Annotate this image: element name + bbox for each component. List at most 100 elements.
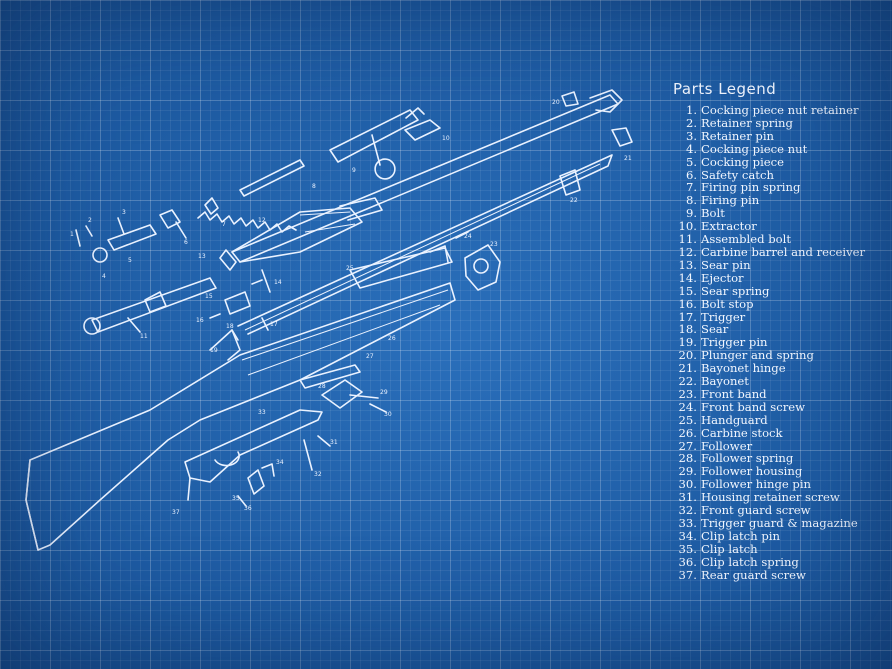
legend-item-label: Trigger pin bbox=[701, 335, 768, 350]
legend-item: 35. Clip latch bbox=[672, 541, 865, 556]
firing-pin-assembly bbox=[197, 159, 305, 233]
callout-21: 21 bbox=[624, 155, 632, 162]
legend-item-number: 4. bbox=[685, 141, 697, 156]
legend-item-label: Cocking piece bbox=[701, 154, 784, 169]
legend-item-number: 37. bbox=[678, 567, 697, 582]
bolt bbox=[329, 107, 441, 180]
callout-18: 18 bbox=[226, 323, 234, 330]
legend-item-label: Assembled bolt bbox=[701, 232, 791, 247]
legend-item-label: Front band bbox=[701, 386, 767, 401]
legend-item-label: Bayonet hinge bbox=[701, 361, 786, 376]
callout-labels: 1 2 3 4 5 6 7 8 9 10 11 12 13 14 15 16 1… bbox=[70, 99, 632, 516]
legend-item-number: 35. bbox=[678, 541, 697, 556]
legend-item-number: 30. bbox=[678, 477, 697, 492]
legend-item-number: 34. bbox=[678, 528, 697, 543]
legend-item-label: Carbine stock bbox=[701, 425, 783, 440]
legend-item-number: 33. bbox=[678, 516, 697, 530]
legend-item-label: Clip latch pin bbox=[701, 528, 780, 543]
legend-item-label: Bolt bbox=[701, 206, 725, 221]
legend-item-label: Follower hinge pin bbox=[701, 477, 812, 492]
legend-item: 15. Sear spring bbox=[672, 283, 865, 298]
legend-item: 29.Follower housing bbox=[672, 465, 865, 478]
legend-item-number: 6. bbox=[685, 167, 697, 182]
legend-item-label: Follower spring bbox=[701, 451, 794, 466]
legend-item-number: 19. bbox=[678, 335, 697, 350]
front-band bbox=[455, 231, 501, 291]
callout-34: 34 bbox=[276, 459, 284, 466]
callout-20: 20 bbox=[552, 99, 560, 106]
legend-item: 33.Trigger guard & magazine bbox=[672, 517, 865, 530]
callout-17: 17 bbox=[270, 321, 278, 328]
legend-item: 26. Carbine stock bbox=[672, 425, 865, 440]
legend-item: 1.Cocking piece nut retainer bbox=[672, 104, 865, 117]
legend-item-label: Housing retainer screw bbox=[701, 490, 840, 505]
legend-item-label: Cocking piece nut retainer bbox=[701, 103, 859, 117]
legend-item: 21. Bayonet hinge bbox=[672, 362, 865, 375]
legend-item: 30. Follower hinge pin bbox=[672, 478, 865, 491]
legend-item: 25.Handguard bbox=[672, 412, 865, 427]
trigger-guard bbox=[184, 409, 331, 501]
legend-item: 8.Firing pin bbox=[672, 194, 865, 207]
callout-15: 15 bbox=[205, 293, 213, 300]
legend-item: 28.Follower spring bbox=[672, 452, 865, 465]
legend-item-label: Clip latch bbox=[701, 541, 758, 556]
small-parts-upper bbox=[75, 91, 579, 263]
legend-item-number: 36. bbox=[678, 554, 697, 569]
legend-item-label: Bayonet bbox=[701, 374, 749, 389]
legend-item: 13.Sear pin bbox=[672, 258, 865, 272]
callout-7: 7 bbox=[222, 221, 226, 228]
legend-item-number: 21. bbox=[678, 361, 697, 376]
legend-item: 17.Trigger bbox=[672, 309, 865, 324]
legend-item-number: 26. bbox=[678, 425, 697, 440]
legend-item: 18.Sear bbox=[672, 323, 865, 336]
legend-item: 31. Housing retainer screw bbox=[672, 491, 865, 504]
legend-item-label: Plunger and spring bbox=[701, 348, 814, 363]
legend-item-label: Front guard screw bbox=[701, 503, 811, 518]
callout-29: 29 bbox=[380, 389, 388, 396]
legend-item-label: Retainer spring bbox=[701, 115, 793, 130]
legend-item: 24.Front band screw bbox=[672, 400, 865, 414]
legend-item-label: Firing pin spring bbox=[701, 180, 801, 195]
legend-item: 7. Firing pin spring bbox=[672, 181, 865, 194]
legend-item-label: Ejector bbox=[701, 270, 744, 285]
callout-14: 14 bbox=[274, 279, 282, 286]
callout-12: 12 bbox=[258, 217, 266, 224]
legend-item-number: 25. bbox=[678, 412, 697, 427]
callout-11: 11 bbox=[140, 333, 148, 340]
callout-36: 36 bbox=[244, 505, 252, 512]
legend-item-number: 18. bbox=[678, 322, 697, 337]
legend-item-label: Follower housing bbox=[701, 464, 803, 479]
legend-item-label: Sear spring bbox=[701, 283, 770, 298]
handguard bbox=[349, 245, 453, 289]
callout-2: 2 bbox=[88, 217, 92, 224]
legend-item: 22.Bayonet bbox=[672, 375, 865, 388]
legend-item-label: Extractor bbox=[701, 219, 757, 234]
callout-1: 1 bbox=[70, 231, 74, 238]
legend-item: 14. Ejector bbox=[672, 270, 865, 285]
callout-33: 33 bbox=[258, 409, 266, 416]
legend-item: 34. Clip latch pin bbox=[672, 530, 865, 543]
callout-10: 10 bbox=[442, 135, 450, 142]
legend-item-number: 31. bbox=[678, 490, 697, 505]
callout-9: 9 bbox=[352, 167, 356, 174]
callout-37: 37 bbox=[172, 509, 180, 516]
legend-item: 12.Carbine barrel and receiver bbox=[672, 246, 866, 259]
legend-item-label: Clip latch spring bbox=[701, 554, 799, 569]
callout-23: 23 bbox=[490, 241, 498, 248]
legend-item-label: Rear guard screw bbox=[701, 567, 806, 582]
legend-item-number: 20. bbox=[678, 348, 697, 363]
legend-item: 36. Clip latch spring bbox=[672, 554, 865, 569]
callout-22: 22 bbox=[570, 197, 578, 204]
legend-item: 16.Bolt stop bbox=[672, 297, 865, 311]
legend-item-number: 15. bbox=[678, 283, 697, 298]
legend-item-number: 7. bbox=[685, 180, 697, 195]
legend-item-number: 14. bbox=[678, 270, 697, 285]
callout-35: 35 bbox=[232, 495, 240, 502]
legend-item-number: 32. bbox=[678, 503, 697, 518]
assembled-bolt bbox=[83, 277, 217, 335]
legend-item-number: 17. bbox=[678, 309, 697, 324]
legend-item: 9.Bolt bbox=[672, 207, 865, 220]
legend-item: 23.Front band bbox=[672, 388, 865, 401]
legend-item: 19. Trigger pin bbox=[672, 336, 865, 349]
